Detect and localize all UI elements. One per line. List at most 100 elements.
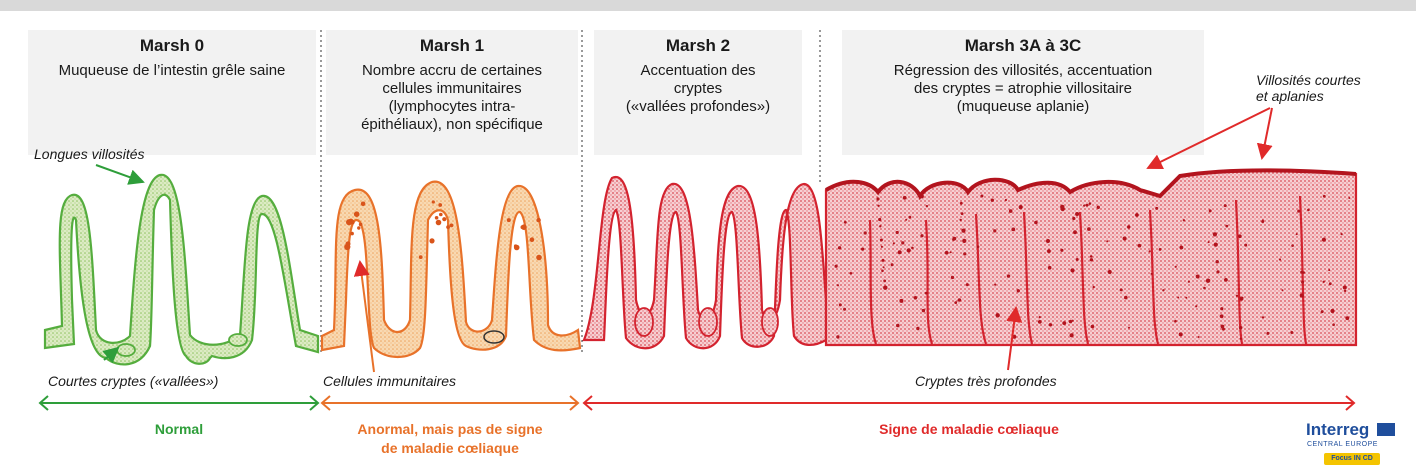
immune-cell-dot xyxy=(1070,268,1074,272)
immune-cell-dot xyxy=(878,218,881,221)
immune-cell-dot xyxy=(966,283,969,286)
immune-cell-dot xyxy=(361,202,366,207)
immune-cell-dot xyxy=(1225,225,1228,228)
marsh-2-mucosa xyxy=(584,177,826,348)
immune-cell-dot xyxy=(1344,290,1346,292)
immune-cell-dot xyxy=(1087,227,1091,231)
immune-cell-dot xyxy=(1076,258,1079,261)
annotation-deep-crypts: Cryptes très profondes xyxy=(915,373,1057,389)
immune-cell-dot xyxy=(1005,199,1007,201)
immune-cell-dot xyxy=(920,194,924,198)
stage-description-marsh-1: Nombre accru de certaines cellules immun… xyxy=(326,62,578,134)
immune-cell-dot xyxy=(896,231,899,234)
immune-cell-dot xyxy=(1348,197,1350,199)
immune-cell-dot xyxy=(1128,327,1130,329)
immune-cell-dot xyxy=(1329,282,1332,285)
immune-cell-dot xyxy=(839,303,842,306)
range-celiac xyxy=(584,396,1354,410)
immune-cell-dot xyxy=(1188,281,1190,283)
immune-cell-dot xyxy=(1011,228,1015,232)
immune-cell-dot xyxy=(350,232,354,236)
immune-cell-dot xyxy=(881,246,883,248)
immune-cell-dot xyxy=(893,242,895,244)
immune-cell-dot xyxy=(438,203,442,207)
immune-cell-dot xyxy=(1330,309,1334,313)
immune-cell-dot xyxy=(1089,202,1092,205)
immune-cell-dot xyxy=(1127,225,1130,228)
immune-cell-dot xyxy=(1321,310,1324,313)
immune-cell-dot xyxy=(883,286,887,290)
immune-cell-dot xyxy=(909,216,912,219)
immune-cell-dot xyxy=(1019,205,1023,209)
immune-cell-dot xyxy=(1048,266,1052,270)
immune-cell-dot xyxy=(1090,258,1093,261)
immune-cell-dot xyxy=(1007,274,1010,277)
immune-cell-dot xyxy=(1279,258,1281,260)
immune-cell-dot xyxy=(1216,270,1219,273)
immune-cell-dot xyxy=(1174,320,1177,323)
logo-project: Focus IN CD xyxy=(1324,453,1380,465)
immune-cell-dot xyxy=(359,223,363,227)
immune-cell-dot xyxy=(960,219,962,221)
immune-cell-dot xyxy=(1175,266,1177,268)
immune-cell-dot xyxy=(1224,204,1227,207)
immune-cell-dot xyxy=(977,245,980,248)
immune-cell-dot xyxy=(896,324,900,328)
immune-cell-dot xyxy=(1345,316,1349,320)
stage-title-marsh-0: Marsh 0 xyxy=(28,36,316,56)
immune-cell-dot xyxy=(1073,230,1077,234)
category-abnormal: Anormal, mais pas de signe de maladie cœ… xyxy=(322,420,578,458)
stage-title-marsh-1: Marsh 1 xyxy=(326,36,578,56)
immune-cell-dot xyxy=(1159,248,1162,251)
immune-cell-dot xyxy=(877,205,879,207)
immune-cell-dot xyxy=(1262,316,1264,318)
immune-cell-dot xyxy=(914,296,918,300)
immune-cell-dot xyxy=(357,226,360,229)
immune-cell-dot xyxy=(881,270,884,273)
stage-title-marsh-3: Marsh 3A à 3C xyxy=(842,36,1204,56)
immune-cell-dot xyxy=(899,299,903,303)
immune-cell-dot xyxy=(1180,246,1184,250)
immune-cell-dot xyxy=(354,211,360,217)
immune-cell-dot xyxy=(963,252,966,255)
immune-cell-dot xyxy=(1195,305,1197,307)
immune-cell-dot xyxy=(450,224,454,228)
immune-cell-dot xyxy=(950,251,952,253)
annotation-short-flat-villi: Villosités courtes et aplanies xyxy=(1256,72,1361,104)
immune-cell-dot xyxy=(861,248,864,251)
stage-description-marsh-3: Régression des villosités, accentuation … xyxy=(842,62,1204,116)
immune-cell-dot xyxy=(1123,237,1127,241)
immune-cell-dot xyxy=(1301,281,1304,284)
immune-cell-dot xyxy=(1209,209,1212,212)
immune-cell-dot xyxy=(1206,279,1210,283)
immune-cell-dot xyxy=(419,255,423,259)
immune-cell-dot xyxy=(1149,250,1151,252)
immune-cell-dot xyxy=(1322,238,1326,242)
immune-cell-dot xyxy=(1177,297,1179,299)
immune-cell-dot xyxy=(1070,333,1074,337)
immune-cell-dot xyxy=(980,195,983,198)
immune-cell-dot xyxy=(1047,249,1051,253)
immune-cell-dot xyxy=(349,219,354,224)
immune-cell-dot xyxy=(536,255,542,261)
immune-cell-dot xyxy=(1239,297,1243,301)
immune-cell-dot xyxy=(1220,307,1223,310)
immune-cell-dot xyxy=(1302,271,1305,274)
immune-cell-dot xyxy=(1138,244,1142,248)
immune-cell-dot xyxy=(1307,209,1310,212)
immune-cell-dot xyxy=(962,239,966,243)
immune-cell-dot xyxy=(514,245,520,251)
immune-cell-dot xyxy=(911,247,914,250)
immune-cell-dot xyxy=(991,199,994,202)
immune-cell-dot xyxy=(996,313,1000,317)
immune-cell-dot xyxy=(1196,275,1200,279)
immune-cell-dot xyxy=(432,200,435,203)
immune-cell-dot xyxy=(994,284,996,286)
immune-cell-dot xyxy=(1296,233,1298,235)
immune-cell-dot xyxy=(1072,320,1074,322)
immune-cell-dot xyxy=(843,308,846,311)
immune-cell-dot xyxy=(1049,323,1052,326)
stage-description-marsh-2: Accentuation des cryptes («vallées profo… xyxy=(594,62,802,116)
immune-cell-dot xyxy=(903,196,907,200)
immune-cell-dot xyxy=(507,218,511,222)
